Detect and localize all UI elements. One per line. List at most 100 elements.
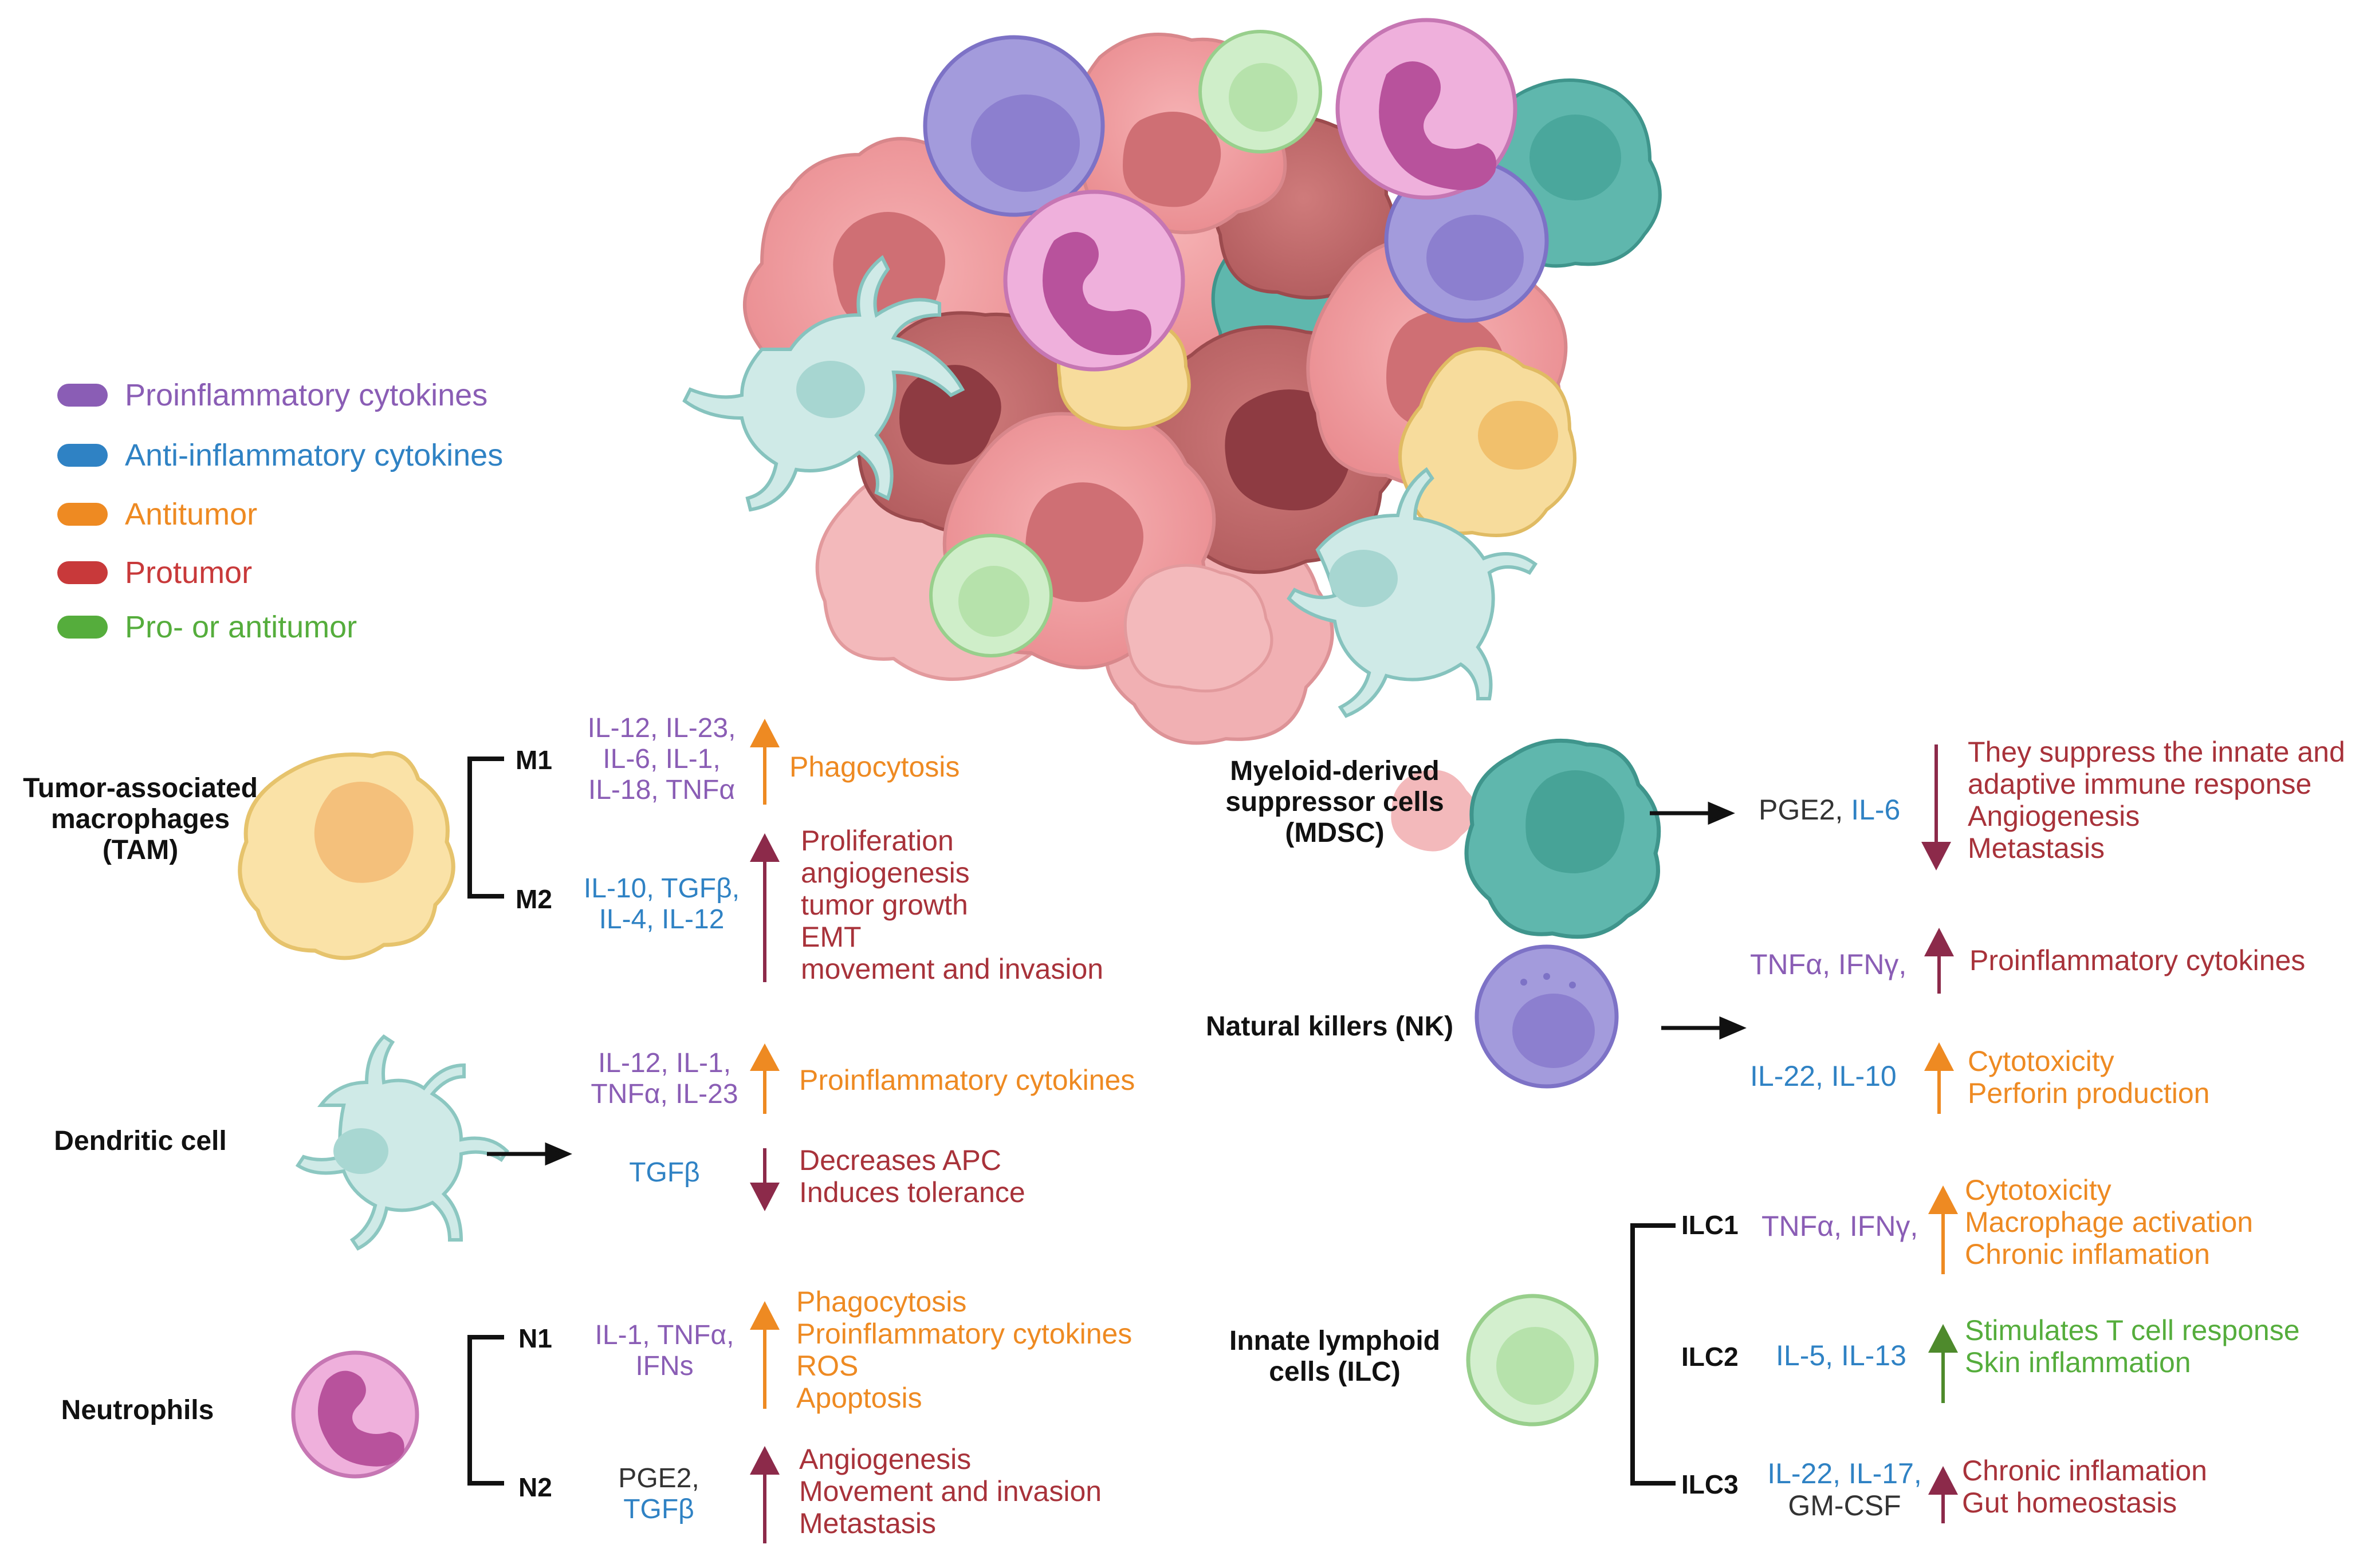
cytokine-neutral: PGE2, <box>1759 794 1843 826</box>
dc-anti-cytokine: TGFβ <box>629 1157 700 1188</box>
ilc-label: Innate lymphoid cells (ILC) <box>1209 1326 1461 1388</box>
n1-effects: Phagocytosis Proinflammatory cytokines R… <box>796 1286 1132 1414</box>
mdsc-label-line: suppressor cells <box>1225 786 1444 817</box>
cytokine-line: IL-12, IL-1, <box>597 1048 732 1078</box>
up-arrow-n2 <box>750 1446 780 1543</box>
cytokine-line: IL-22, IL-17, <box>1767 1457 1922 1490</box>
cytokine-line: TGFβ <box>623 1494 694 1524</box>
up-arrow-m1 <box>750 719 780 805</box>
tumor-cell-back <box>1391 770 1477 852</box>
m1-cytokines: IL-12, IL-23, IL-6, IL-1, IL-18, TNFα <box>570 713 753 805</box>
mdsc-label-line: Myeloid-derived <box>1230 756 1440 786</box>
bracket-tam <box>467 757 504 899</box>
legend-item-antitumor: Antitumor <box>57 497 257 531</box>
nk-anti-cytokines: IL-22, IL-10 <box>1750 1060 1897 1092</box>
legend-label: Pro- or antitumor <box>125 610 357 644</box>
legend-swatch <box>57 561 108 584</box>
cytokine-line: PGE2, <box>618 1463 699 1494</box>
ilc1-effects: Cytotoxicity Macrophage activation Chron… <box>1965 1174 2253 1270</box>
m1-label: M1 <box>516 745 552 775</box>
legend-item-pro-or-antitumor: Pro- or antitumor <box>57 610 357 644</box>
cytokine-line: IL-12, IL-23, <box>587 713 736 743</box>
ilc1-label: ILC1 <box>1681 1210 1739 1240</box>
effect-line: movement and invasion <box>801 953 1104 985</box>
legend-item-antiinflammatory: Anti-inflammatory cytokines <box>57 438 503 472</box>
cytokine-line: GM-CSF <box>1788 1490 1901 1522</box>
effect-line: Metastasis <box>1968 832 2105 864</box>
tam-label-line: Tumor-associated <box>23 773 258 803</box>
effect-line: adaptive immune response <box>1968 768 2312 800</box>
effect-line: Skin inflammation <box>1965 1346 2191 1378</box>
legend-label: Antitumor <box>125 497 258 531</box>
ilc2-label: ILC2 <box>1681 1342 1739 1372</box>
up-arrow-ilc3 <box>1928 1466 1958 1523</box>
ilc1-cytokines: TNFα, IFNγ, <box>1761 1210 1918 1242</box>
nk-label: Natural killers (NK) <box>1206 1011 1454 1042</box>
mdsc-label: Myeloid-derived suppressor cells (MDSC) <box>1203 756 1466 848</box>
dendritic-cell-label: Dendritic cell <box>54 1126 227 1156</box>
down-arrow-dc <box>750 1148 780 1211</box>
up-arrow-m2 <box>750 833 780 982</box>
ilc-cell-icon <box>1466 1294 1599 1427</box>
effect-line: Phagocytosis <box>796 1286 967 1318</box>
effect-line: tumor growth <box>801 889 968 921</box>
effect-line: EMT <box>801 921 862 953</box>
cytokine-line: IL-1, TNFα, <box>595 1320 734 1350</box>
effect-line: ROS <box>796 1350 859 1382</box>
effect-line: angiogenesis <box>801 857 970 889</box>
cytokine-line: TNFα, IL-23 <box>591 1078 738 1109</box>
n1-cytokines: IL-1, TNFα, IFNs <box>579 1320 750 1382</box>
ilc2-cytokines: IL-5, IL-13 <box>1776 1340 1906 1372</box>
mdsc-cell-icon <box>1464 738 1661 939</box>
tam-label-line: macrophages <box>50 803 230 834</box>
nk-pro-cytokines: TNFα, IFNγ, <box>1750 948 1907 980</box>
up-arrow-nk-pro <box>1924 928 1954 994</box>
effect-line: They suppress the innate and <box>1968 736 2345 768</box>
up-arrow-nk-anti <box>1924 1042 1954 1114</box>
mdsc-label-line: (MDSC) <box>1285 817 1385 848</box>
down-arrow-mdsc <box>1921 744 1951 870</box>
effect-line: Macrophage activation <box>1965 1206 2254 1238</box>
m1-effect: Phagocytosis <box>789 751 960 783</box>
neutrophil-cell-cluster <box>1003 18 1517 372</box>
effect-line: Angiogenesis <box>1968 800 2140 832</box>
nk-anti-effects: Cytotoxicity Perforin production <box>1968 1045 2209 1109</box>
tam-label-line: (TAM) <box>102 834 179 865</box>
legend-swatch <box>57 616 108 639</box>
n1-label: N1 <box>518 1323 552 1353</box>
pointer-arrows <box>487 801 1747 1166</box>
cytokine-line: IL-4, IL-12 <box>599 904 725 935</box>
legend-label: Protumor <box>125 556 253 590</box>
legend-label: Anti-inflammatory cytokines <box>125 438 504 472</box>
effect-line: Cytotoxicity <box>1968 1045 2114 1077</box>
effect-line: Decreases APC <box>799 1144 1001 1176</box>
neutrophil-cell-icon <box>291 1350 419 1479</box>
legend-swatch <box>57 444 108 467</box>
dendritic-cell-cluster <box>682 255 1538 718</box>
n2-effects: Angiogenesis Movement and invasion Metas… <box>799 1443 1102 1539</box>
legend-swatch <box>57 384 108 407</box>
nk-cell-icon <box>1474 944 1619 1089</box>
effect-line: Gut homeostasis <box>1962 1487 2177 1519</box>
dendritic-cell-icon <box>295 1034 509 1251</box>
dc-pro-cytokines: IL-12, IL-1, TNFα, IL-23 <box>573 1048 756 1110</box>
ilc-label-line: cells (ILC) <box>1269 1356 1401 1387</box>
cytokine-line: IL-10, TGFβ, <box>583 873 740 904</box>
mdsc-cytokines: PGE2, IL-6 <box>1759 793 1900 826</box>
m2-label: M2 <box>516 884 552 914</box>
ilc2-effects: Stimulates T cell response Skin inflamma… <box>1965 1314 2300 1378</box>
ilc3-label: ILC3 <box>1681 1469 1739 1499</box>
tumor-microenvironment-cluster <box>682 18 1662 852</box>
effect-line: Metastasis <box>799 1507 936 1539</box>
legend-item-protumor: Protumor <box>57 556 252 590</box>
effect-line: Induces tolerance <box>799 1176 1025 1208</box>
ilc3-effects: Chronic inflamation Gut homeostasis <box>1962 1455 2207 1519</box>
tam-label: Tumor-associated macrophages (TAM) <box>14 773 266 865</box>
up-arrow-dc <box>750 1043 780 1114</box>
legend-item-proinflammatory: Proinflammatory cytokines <box>57 378 487 412</box>
bracket-neutrophils <box>467 1335 504 1486</box>
effect-line: Apoptosis <box>796 1382 922 1414</box>
nk-pro-effect: Proinflammatory cytokines <box>1969 944 2306 976</box>
effect-line: Stimulates T cell response <box>1965 1314 2300 1346</box>
